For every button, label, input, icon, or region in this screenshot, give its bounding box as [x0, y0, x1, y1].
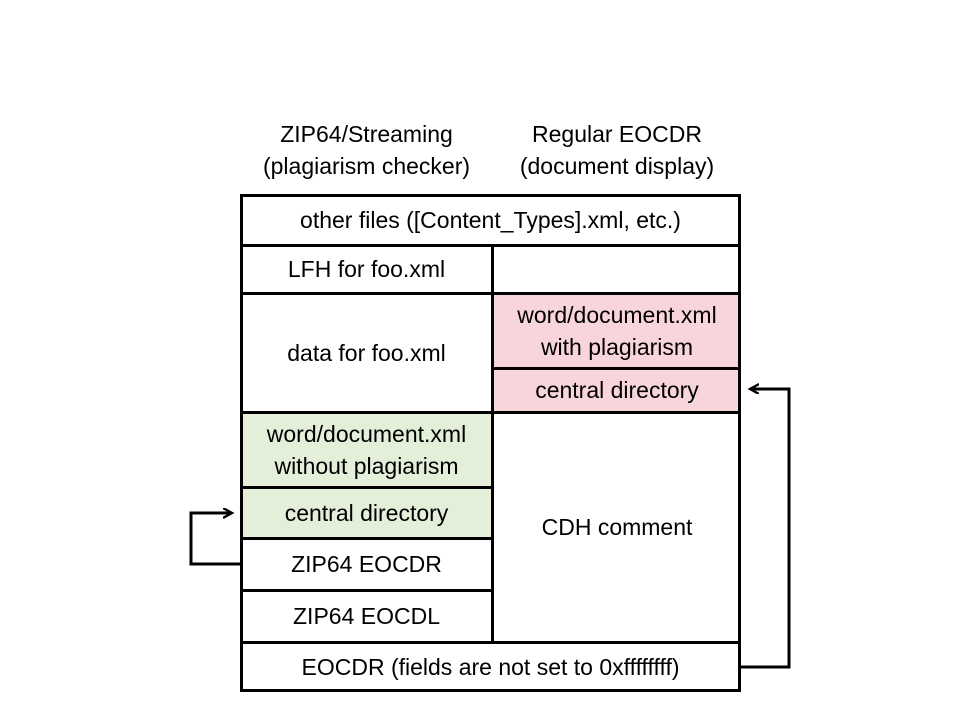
cell-empty [493, 245, 741, 293]
cell-zip64-eocdr: ZIP64 EOCDR [291, 551, 442, 577]
row-divider-green-cd [240, 537, 494, 540]
column-header-zip64-line2: (plagiarism checker) [262, 153, 471, 179]
cell-central-directory-green: central directory [284, 499, 449, 526]
cell-doc-without-plagiarism: word/document.xml without plagiarism [266, 420, 467, 479]
row-divider-zip64-eocdr [240, 589, 494, 592]
column-header-regular-eocdr: Regular EOCDR (document display) [493, 118, 741, 182]
cell-cdh-comment: CDH comment [541, 514, 693, 540]
row-divider-green-doc [240, 486, 494, 489]
cell-data-for-foo-xml: data for foo.xml [287, 339, 446, 366]
row-divider-lfh [240, 292, 741, 295]
column-divider [491, 245, 494, 642]
highlight-central-directory-green [240, 487, 493, 538]
cell-lfh-for-foo-xml: LFH for foo.xml [287, 256, 446, 282]
cell-zip64-eocdl: ZIP64 EOCDL [293, 603, 440, 629]
zip-structure-table: other files ([Content_Types].xml, etc.) … [240, 194, 741, 692]
column-header-regular-line2: (document display) [519, 153, 715, 179]
column-header-zip64-streaming: ZIP64/Streaming (plagiarism checker) [240, 118, 493, 182]
table-border-bottom [240, 689, 741, 692]
arrow-eocdr-to-central-directory [741, 389, 791, 669]
table-border-left [240, 194, 243, 692]
cell-doc-with-plagiarism: word/document.xml with plagiarism [517, 301, 717, 360]
cell-eocdr: EOCDR (fields are not set to 0xffffffff) [301, 654, 680, 680]
highlight-doc-without-plagiarism [240, 412, 493, 487]
row-divider-pink [491, 367, 741, 370]
column-header-zip64-line1: ZIP64/Streaming [280, 121, 453, 147]
row-divider-other-files [240, 244, 741, 247]
cell-central-directory-pink: central directory [535, 377, 699, 403]
arrow-zip64-eocdr-to-central-directory [189, 513, 240, 566]
highlight-central-directory-pink [493, 368, 741, 412]
column-header-regular-line1: Regular EOCDR [532, 121, 702, 147]
table-border-right [738, 194, 741, 692]
table-border-top [240, 194, 741, 197]
row-divider-data-foo [240, 411, 741, 414]
row-divider-zip64-eocdl [240, 641, 741, 644]
highlight-doc-with-plagiarism [493, 293, 741, 368]
cell-other-files: other files ([Content_Types].xml, etc.) [300, 206, 681, 233]
